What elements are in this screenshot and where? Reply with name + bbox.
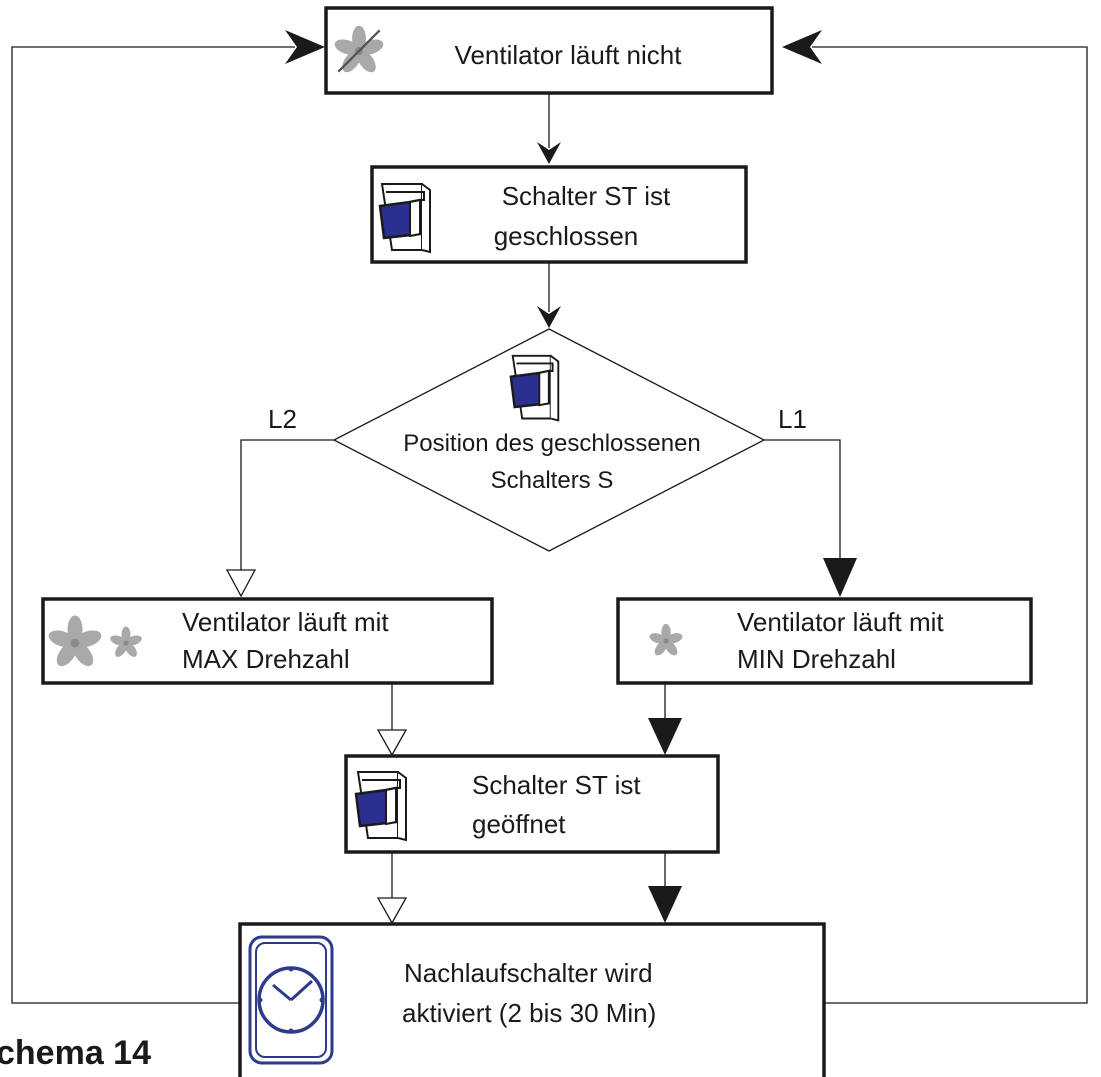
clock-icon	[248, 935, 334, 1065]
arrowheads	[225, 30, 857, 925]
branch-label-l1: L1	[778, 404, 807, 434]
fan-min-line2: MIN Drehzahl	[737, 644, 896, 674]
fan-min-line1: Ventilator läuft mit	[737, 607, 944, 637]
fan-max-line2: MAX Drehzahl	[182, 644, 350, 674]
node-switch-closed: Schalter ST ist geschlossen	[370, 165, 748, 264]
connectors	[11, 46, 1088, 1004]
node-fan-off: Ventilator läuft nicht	[324, 6, 774, 95]
switch-closed-line1: Schalter ST ist	[502, 181, 671, 211]
switch-closed-line2: geschlossen	[494, 221, 639, 251]
node-fan-min: Ventilator läuft mit MIN Drehzahl	[616, 597, 1033, 685]
timer-line1: Nachlaufschalter wird	[404, 958, 653, 988]
fan-off-icon	[332, 25, 386, 76]
node-timer: Nachlaufschalter wird aktiviert (2 bis 3…	[238, 922, 826, 1077]
decision-line2: Schalters S	[491, 467, 614, 494]
node-switch-open: Schalter ST ist geöffnet	[344, 754, 720, 854]
node-fan-max: Ventilator läuft mit MAX Drehzahl	[41, 597, 494, 685]
fan-max-line1: Ventilator läuft mit	[182, 607, 389, 637]
switch-open-line1: Schalter ST ist	[472, 770, 641, 800]
diagram-title: chema 14	[0, 1034, 151, 1072]
branch-label-l2: L2	[268, 404, 297, 434]
fan-off-label: Ventilator läuft nicht	[455, 40, 683, 70]
decision-line1: Position des geschlossenen	[403, 430, 701, 457]
timer-line2: aktiviert (2 bis 30 Min)	[402, 998, 656, 1028]
node-decision: Position des geschlossenen Schalters S	[332, 328, 766, 552]
switch-open-line2: geöffnet	[472, 809, 566, 839]
